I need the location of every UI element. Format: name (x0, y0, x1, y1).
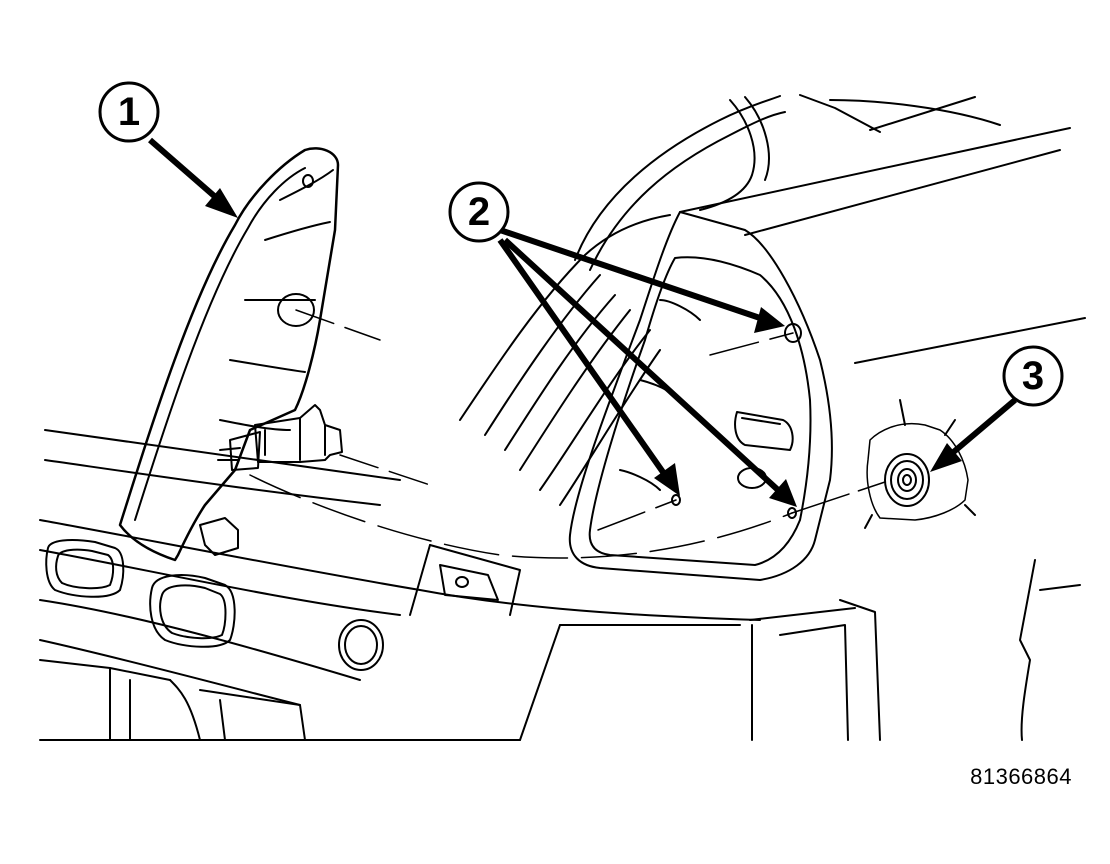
arrow-callout-2a (499, 227, 761, 321)
arrow-callout-2b (497, 238, 668, 477)
callout-arrows (148, 137, 1017, 493)
callout-3: 3 (1002, 345, 1064, 407)
assembly-lines (249, 309, 886, 559)
arrowhead-callout-2b (654, 463, 680, 496)
callout-1-label: 1 (118, 90, 140, 134)
arrow-heads (205, 188, 962, 507)
nut (864, 399, 976, 529)
arrow-callout-2c (502, 237, 781, 493)
arrow-callout-3 (948, 397, 1017, 458)
arrowhead-callout-2a (754, 307, 785, 333)
arrowhead-callout-3 (930, 443, 962, 472)
callout-2-label: 2 (468, 190, 490, 234)
tail-lamp-assembly (118, 147, 343, 562)
vehicle-body-panel (39, 94, 1086, 741)
figure-id: 81366864 (970, 764, 1072, 789)
arrowhead-callout-2c (769, 479, 797, 507)
callout-2: 2 (448, 181, 510, 243)
arrowhead-callout-1 (205, 188, 238, 218)
callout-3-label: 3 (1022, 354, 1044, 398)
callout-1: 1 (98, 81, 160, 143)
